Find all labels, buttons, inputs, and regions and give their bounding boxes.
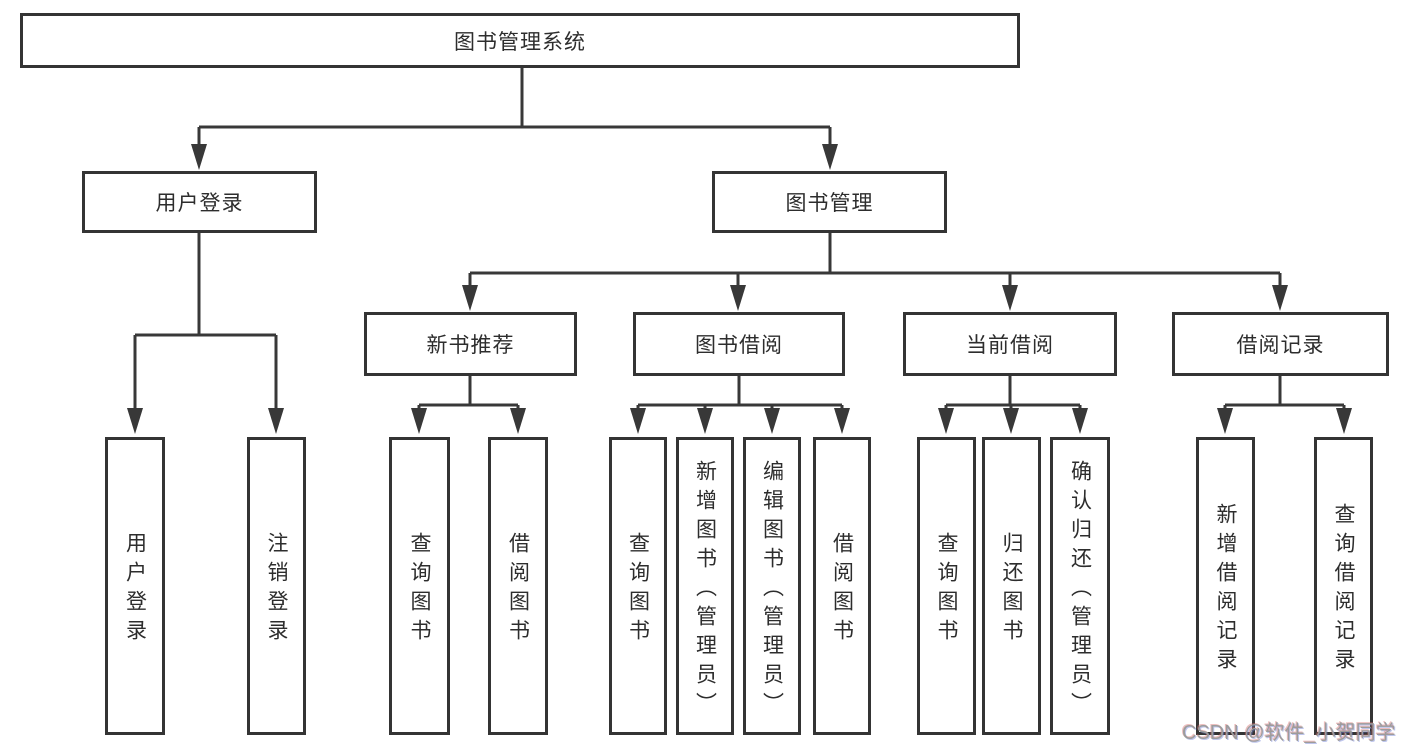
connector-current-borrowing-to-leaves bbox=[938, 376, 1088, 434]
node-label: 当前借阅 bbox=[966, 334, 1054, 357]
node-current-borrowing: 当前借阅 bbox=[903, 312, 1117, 376]
connector-user-login-to-leaves bbox=[127, 233, 284, 434]
leaf-add-borrow-record: 新增借阅记录 bbox=[1196, 437, 1255, 735]
node-label: 用户登录 bbox=[155, 192, 244, 215]
leaf-query-borrow-record: 查询借阅记录 bbox=[1314, 437, 1373, 735]
connector-book-management-to-level3 bbox=[462, 233, 1288, 311]
leaf-label: 借阅图书 bbox=[506, 532, 530, 648]
leaf-user-login: 用户登录 bbox=[105, 437, 165, 735]
node-label: 图书管理系统 bbox=[454, 30, 586, 54]
node-library-management-system: 图书管理系统 bbox=[20, 13, 1020, 68]
leaf-label: 编辑图书（管理员） bbox=[760, 459, 784, 721]
leaf-label: 归还图书 bbox=[1000, 532, 1023, 648]
leaf-label: 用户登录 bbox=[123, 532, 147, 648]
leaf-edit-books-admin: 编辑图书（管理员） bbox=[743, 437, 801, 735]
node-new-book-recommend: 新书推荐 bbox=[364, 312, 577, 376]
leaf-query-books-current: 查询图书 bbox=[917, 437, 976, 735]
node-label: 借阅记录 bbox=[1236, 334, 1325, 357]
leaf-borrow-books-recommend: 借阅图书 bbox=[488, 437, 548, 735]
leaf-label: 查询借阅记录 bbox=[1332, 503, 1355, 677]
node-user-login: 用户登录 bbox=[82, 171, 317, 233]
connector-borrowing-records-to-leaves bbox=[1217, 376, 1352, 434]
leaf-label: 查询图书 bbox=[935, 532, 958, 648]
leaf-label: 确认归还（管理员） bbox=[1068, 459, 1092, 721]
connector-root-to-level2 bbox=[191, 68, 838, 170]
leaf-label: 借阅图书 bbox=[830, 532, 854, 648]
leaf-return-books: 归还图书 bbox=[982, 437, 1041, 735]
leaf-label: 新增图书（管理员） bbox=[693, 459, 717, 721]
node-label: 新书推荐 bbox=[426, 334, 515, 357]
leaf-label: 查询图书 bbox=[408, 532, 431, 648]
leaf-confirm-return-admin: 确认归还（管理员） bbox=[1050, 437, 1110, 735]
node-book-borrowing: 图书借阅 bbox=[633, 312, 845, 376]
leaf-label: 新增借阅记录 bbox=[1214, 503, 1237, 677]
leaf-label: 注销登录 bbox=[265, 532, 288, 648]
node-book-management: 图书管理 bbox=[712, 171, 947, 233]
leaf-label: 查询图书 bbox=[626, 532, 650, 648]
node-label: 图书管理 bbox=[785, 192, 874, 215]
connector-new-book-recommend-to-leaves bbox=[411, 376, 526, 434]
leaf-query-books-borrowing: 查询图书 bbox=[609, 437, 667, 735]
node-borrowing-records: 借阅记录 bbox=[1172, 312, 1389, 376]
node-label: 图书借阅 bbox=[695, 334, 783, 357]
leaf-query-books-recommend: 查询图书 bbox=[389, 437, 450, 735]
leaf-borrow-books-borrowing: 借阅图书 bbox=[813, 437, 871, 735]
leaf-add-books-admin: 新增图书（管理员） bbox=[676, 437, 734, 735]
leaf-logout: 注销登录 bbox=[247, 437, 306, 735]
watermark: CSDN @软件_小贺同学 bbox=[1182, 722, 1396, 744]
connector-book-borrowing-to-leaves bbox=[630, 376, 850, 434]
